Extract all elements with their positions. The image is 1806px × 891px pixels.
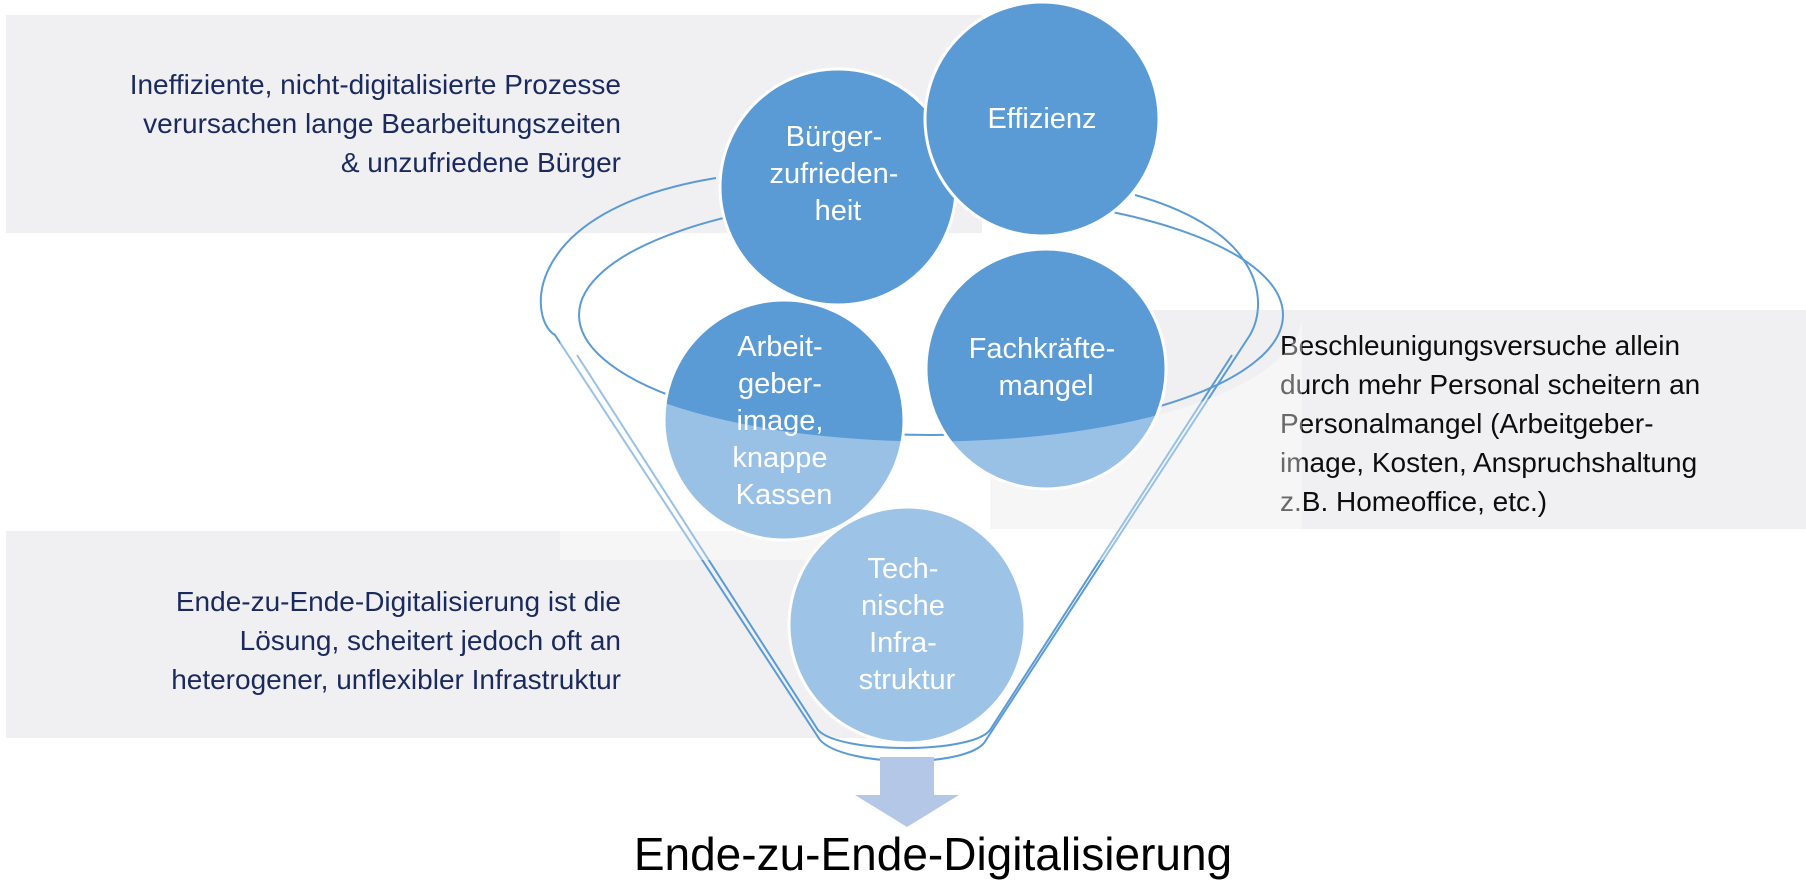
svg-text:Bürger- zufrieden-: Bürger- zufrieden- heit [769,121,906,227]
circle-shape [924,247,1168,491]
right-panel-line: image, Kosten, Anspruchshaltung [1280,447,1698,478]
circle-label-line: image, [736,405,823,437]
right-panel-line: durch mehr Personal scheitern an [1280,369,1701,400]
right-panel-text: Beschleunigungsversuche allein durch meh… [1280,326,1800,521]
circle-label-line: struktur [859,664,956,696]
down-arrow-icon [855,757,959,827]
circle-label-line: Infra- [869,627,937,659]
top-panel-line: verursachen lange Bearbeitungszeiten [143,108,621,139]
circle-label-line: heit [815,195,862,227]
circle-label-line: geber- [738,368,822,400]
svg-text:Tech- nische Infra: Tech- nische Infra- struktur [859,553,956,696]
below-rim-overlay [560,315,1302,560]
circle-label-line: knappe [732,442,827,474]
circle-label-line: Arbeit- [737,331,822,363]
svg-text:Arbeit- geber- ima: Arbeit- geber- image, knappe Kassen [732,331,835,511]
svg-text:Effizienz: Effizienz [987,103,1096,135]
circle-shape [787,505,1027,745]
right-panel-line: Personalmangel (Arbeitgeber- [1280,408,1654,439]
circle-label-line: Kassen [736,479,833,511]
funnel-inner-wall [576,354,1233,749]
bottom-panel-line: Ende-zu-Ende-Digitalisierung ist die [175,586,621,617]
top-panel-line: Ineffiziente, nicht-digitalisierte Proze… [129,69,621,100]
circle-label-line: mangel [998,370,1093,402]
bottom-panel [6,531,910,738]
right-panel-line: Beschleunigungsversuche allein [1280,330,1681,361]
circle-shape [923,0,1161,238]
circle-label-line: Bürger- [786,121,883,153]
result-title: Ende-zu-Ende-Digitalisierung [633,828,1233,880]
circle-label-line: Tech- [868,553,939,585]
circle-label-line: zufrieden- [769,158,898,190]
circle-effizienz: Effizienz [923,0,1161,238]
bottom-panel-line: heterogener, unflexibler Infrastruktur [171,664,621,695]
circle-arbeitgeberimage: Arbeit- geber- image, knappe Kassen [662,298,906,542]
bottom-panel-text: Ende-zu-Ende-Digitalisierung ist die Lös… [0,582,621,699]
right-panel-line: z.B. Homeoffice, etc.) [1280,486,1548,517]
bottom-panel-line: Lösung, scheitert jedoch oft an [239,625,621,656]
circle-fachkraeftemangel: Fachkräfte- mangel [924,247,1168,491]
circle-label-line: Effizienz [987,103,1096,135]
circle-technische-infrastruktur: Tech- nische Infra- struktur [787,505,1027,745]
circle-shape [662,298,906,542]
top-panel-line: & unzufriedene Bürger [340,147,621,178]
svg-text:Fachkräfte- mangel: Fachkräfte- mangel [969,333,1124,402]
circle-label-line: Fachkräfte- [969,333,1116,365]
top-panel-text: Ineffiziente, nicht-digitalisierte Proze… [0,65,621,182]
circle-label-line: nische [861,590,945,622]
circle-buergerzufriedenheit: Bürger- zufrieden- heit [718,67,958,307]
